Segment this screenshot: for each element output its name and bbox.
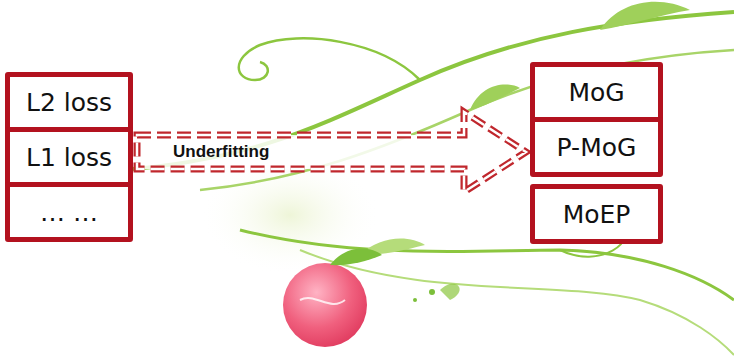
leaf bbox=[440, 284, 460, 300]
arrow-outline bbox=[137, 112, 526, 192]
arrow-inner-line bbox=[137, 112, 526, 192]
leaf bbox=[330, 248, 382, 265]
dot bbox=[429, 289, 435, 295]
process-box: MoG bbox=[530, 62, 663, 122]
box-label: MoG bbox=[568, 78, 624, 107]
leaf bbox=[600, 2, 690, 30]
box-label: L2 loss bbox=[26, 88, 112, 117]
leaf bbox=[470, 84, 520, 110]
arrow-label: Underfitting bbox=[173, 142, 269, 162]
vine-curl bbox=[239, 38, 420, 80]
fruit-detail bbox=[300, 298, 345, 304]
vine bbox=[200, 50, 734, 190]
process-box: L1 loss bbox=[5, 127, 133, 187]
process-box: MoEP bbox=[530, 184, 663, 244]
dot bbox=[413, 298, 417, 302]
box-label: … … bbox=[40, 198, 98, 227]
process-box: … … bbox=[5, 182, 133, 242]
box-label: MoEP bbox=[563, 200, 631, 229]
process-box: P-MoG bbox=[530, 117, 663, 177]
process-box: L2 loss bbox=[5, 72, 133, 132]
fruit bbox=[283, 263, 367, 347]
box-label: L1 loss bbox=[26, 143, 112, 172]
block-arrow bbox=[137, 112, 526, 192]
box-label: P-MoG bbox=[557, 133, 637, 162]
